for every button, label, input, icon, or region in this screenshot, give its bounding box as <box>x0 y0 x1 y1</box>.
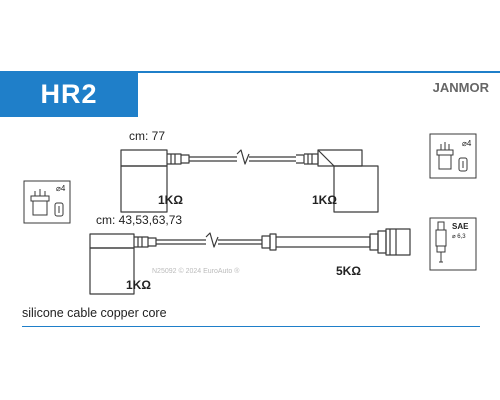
plug-size-label: ⌀ 6,3 <box>452 234 466 240</box>
product-code-badge: HR2 <box>0 71 138 117</box>
bottom-right-resistance: 5KΩ <box>336 264 361 278</box>
bottom-left-boot <box>89 233 157 295</box>
top-left-resistance: 1KΩ <box>158 193 183 207</box>
brand-name: JANMOR <box>432 80 489 95</box>
plug-sae-label: SAE <box>452 222 469 231</box>
watermark: N25092 © 2024 EuroAuto ® <box>152 268 240 275</box>
distributor-cap-icon <box>23 180 71 224</box>
bottom-left-resistance: 1KΩ <box>126 278 151 292</box>
coil-icon-label: ⌀4 <box>462 139 472 148</box>
top-left-boot <box>120 149 190 213</box>
footer-note: silicone cable copper core <box>22 306 167 320</box>
top-cable-length: cm: 77 <box>129 129 166 143</box>
top-right-boot <box>296 149 379 213</box>
top-right-resistance: 1KΩ <box>312 193 337 207</box>
footer-divider <box>22 326 480 327</box>
bottom-cable-length: cm: 43,53,63,73 <box>96 213 183 227</box>
bottom-right-boot <box>261 228 411 256</box>
spark-plug-icon <box>429 217 477 271</box>
ignition-coil-icon <box>429 133 477 179</box>
header-divider <box>138 71 500 73</box>
distributor-icon-label: ⌀4 <box>56 184 66 193</box>
